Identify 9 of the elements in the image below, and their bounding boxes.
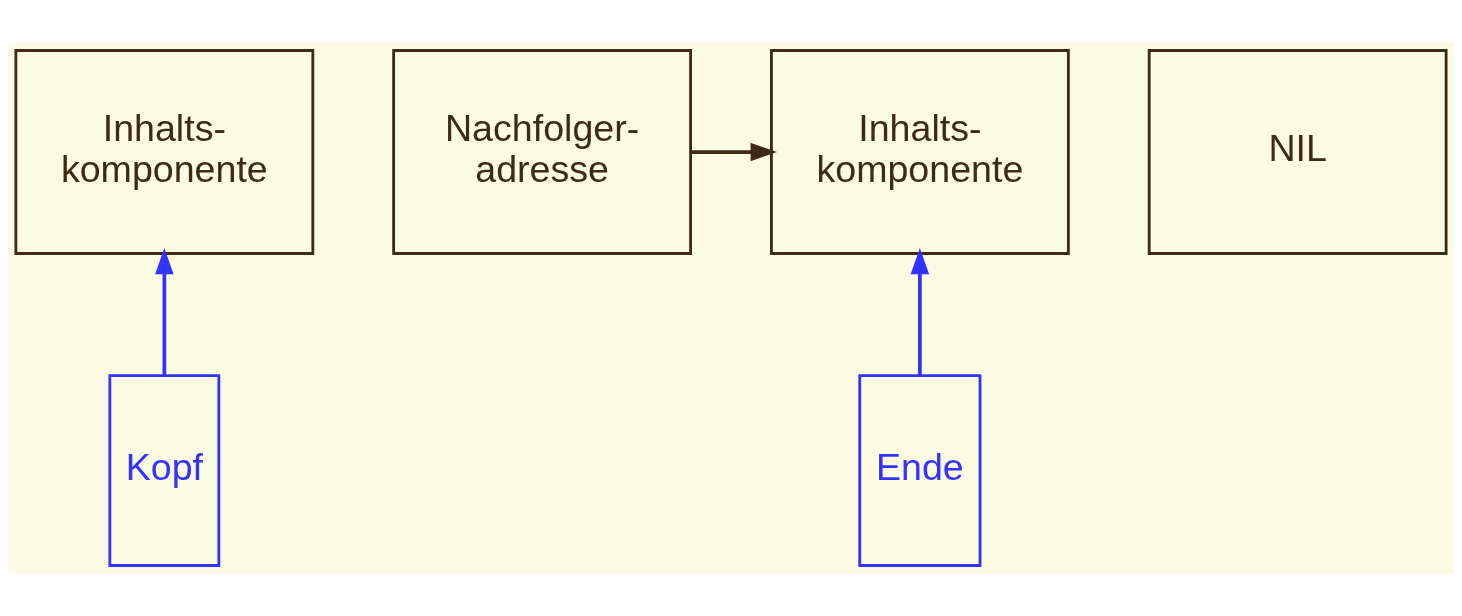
arrow — [690, 142, 777, 162]
arrow — [155, 247, 174, 375]
node-box: Inhalts- komponente — [14, 49, 315, 255]
node-box: Ende — [858, 374, 982, 567]
node-box: Kopf — [108, 374, 221, 567]
node-box: Nachfolger- adresse — [392, 49, 692, 255]
node-box: NIL — [1147, 49, 1448, 255]
arrow — [910, 247, 930, 375]
node-box: Inhalts- komponente — [770, 49, 1070, 255]
